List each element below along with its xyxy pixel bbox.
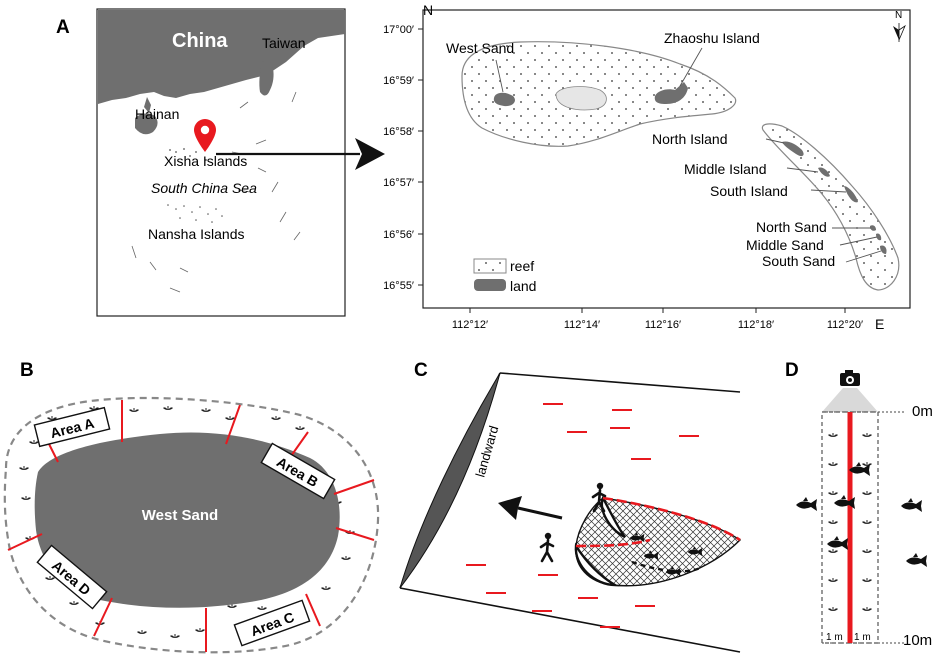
panel-a: A China Taiwan Hainan Xisha Islands Sout… [56, 8, 385, 317]
east-axis-letter: E [875, 316, 884, 332]
x-tick-label: 112°20′ [827, 319, 863, 331]
north-sand-land [870, 225, 876, 231]
china-landmass [98, 10, 345, 135]
label-china: China [172, 30, 228, 52]
west-sand-land [493, 92, 515, 107]
zhaoshu-land [654, 82, 688, 104]
panel-d: D 0m 10m 1 m [785, 360, 933, 649]
west-sand-island [34, 432, 340, 608]
panel-letter-c: C [414, 360, 428, 381]
seine-net [574, 495, 742, 587]
area-label-b: Area B [260, 442, 336, 500]
label-0m: 0m [912, 403, 933, 420]
label-10m: 10m [903, 632, 932, 649]
middle-sand-land [876, 233, 882, 241]
legend-land-swatch [474, 279, 506, 291]
y-tick-label: 16°56′ [383, 229, 414, 241]
north-island-land [782, 141, 804, 157]
label-nansha-islands: Nansha Islands [148, 226, 245, 242]
x-axis-ticks [469, 308, 846, 313]
beach-plane [399, 372, 741, 653]
x-tick-label: 112°14′ [564, 319, 600, 331]
west-zhaoshu-reef [461, 41, 737, 147]
label-middle-island: Middle Island [684, 161, 767, 177]
y-tick-label: 16°55′ [383, 280, 414, 292]
hainan-landmass [135, 113, 158, 135]
label-north-sand: North Sand [756, 219, 827, 235]
middle-island-land [818, 167, 830, 177]
water-ripples [466, 403, 699, 628]
y-tick-label: 16°59′ [383, 75, 414, 87]
label-west-sand-island: West Sand [142, 507, 218, 524]
panel-b: B West Sand Area A [3, 360, 380, 654]
x-tick-label: 112°18′ [738, 319, 774, 331]
compass-letter: N [895, 10, 902, 21]
label-xisha-islands: Xisha Islands [164, 153, 247, 169]
compass-icon [893, 23, 906, 42]
panel-letter-d: D [785, 360, 799, 381]
fish-along-transect [796, 462, 927, 567]
label-south-china-sea: South China Sea [151, 180, 257, 196]
label-north-island: North Island [652, 131, 727, 147]
area-label-a: Area A [33, 406, 111, 448]
y-tick-label: 16°57′ [383, 177, 414, 189]
panel-c: C landward [399, 360, 742, 653]
legend-land-label: land [510, 278, 536, 294]
camera-view-cone [822, 388, 878, 412]
lagoon [555, 86, 607, 111]
width-label-left: 1 m [826, 632, 843, 643]
legend-reef-label: reef [510, 258, 534, 274]
shore-slope [399, 372, 501, 589]
feature-leader-lines [495, 47, 882, 263]
location-pin-icon [194, 119, 216, 152]
panel-a-inset: N E 17°00′ 16°59′ 16°58′ 16°57′ 16°56′ 1… [383, 2, 911, 332]
x-tick-label: 112°16′ [645, 319, 681, 331]
label-middle-sand: Middle Sand [746, 237, 824, 253]
landward-arrow [498, 496, 563, 520]
y-axis-ticks [418, 28, 423, 286]
panel-letter-a: A [56, 17, 70, 38]
legend-reef-swatch [473, 258, 507, 274]
legend: reef land [473, 258, 536, 294]
south-island-land [844, 186, 858, 203]
pointer-arrow [216, 138, 385, 170]
width-label-right: 1 m [854, 632, 871, 643]
fisher-person-icon [539, 531, 555, 563]
east-reef [761, 123, 900, 291]
label-zhaoshu-island: Zhaoshu Island [664, 30, 760, 46]
camera-icon [840, 370, 860, 386]
area-dividers [7, 400, 375, 652]
south-sand-land [880, 245, 887, 254]
y-tick-label: 17°00′ [383, 24, 414, 36]
label-taiwan: Taiwan [262, 35, 306, 51]
panel-letter-b: B [20, 360, 34, 381]
taiwan-landmass [259, 60, 274, 96]
x-tick-label: 112°12′ [452, 319, 488, 331]
north-axis-letter: N [423, 2, 433, 18]
label-hainan: Hainan [135, 106, 179, 122]
label-south-island: South Island [710, 183, 788, 199]
label-west-sand: West Sand [446, 40, 514, 56]
y-tick-label: 16°58′ [383, 126, 414, 138]
label-south-sand: South Sand [762, 253, 835, 269]
